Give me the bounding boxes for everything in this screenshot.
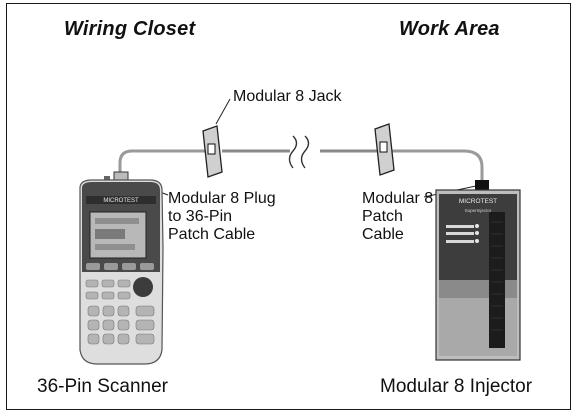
modular-8-jack-label: Modular 8 Jack — [233, 88, 342, 105]
plug-cable-label-line2: to 36-Pin — [168, 208, 233, 225]
injector-model-text: SuperInjector — [465, 208, 492, 213]
scanner-caption: 36-Pin Scanner — [37, 376, 168, 397]
plug-cable-label-line3: Patch Cable — [168, 226, 256, 243]
injector-caption: Modular 8 Injector — [380, 376, 533, 397]
patch-cable-label: Modular 8 Patch Cable — [362, 190, 433, 244]
work-area-heading: Work Area — [399, 18, 500, 40]
patch-cable-label-line3: Cable — [362, 226, 404, 243]
plug-cable-label-line1: Modular 8 Plug — [168, 190, 276, 207]
right-wall-jack — [374, 123, 395, 176]
wiring-closet-heading: Wiring Closet — [64, 18, 196, 40]
left-wall-jack — [202, 125, 223, 178]
injector-device: MICROTEST SuperInjector — [435, 180, 521, 361]
plug-patch-cable — [118, 149, 205, 177]
diagram-border — [6, 3, 571, 410]
injector-patch-cable — [392, 149, 484, 180]
jack-label-leader — [215, 98, 231, 125]
injector-brand-text: MICROTEST — [459, 198, 497, 205]
scanner-brand-text: MICROTEST — [103, 198, 139, 204]
patch-cable-label-line1: Modular 8 — [362, 190, 434, 207]
jack-to-jack-cable — [222, 135, 378, 169]
scanner-device: MICROTEST — [79, 171, 164, 365]
patch-cable-label-line2: Patch — [362, 208, 403, 225]
plug-cable-label: Modular 8 Plug to 36-Pin Patch Cable — [168, 190, 276, 244]
